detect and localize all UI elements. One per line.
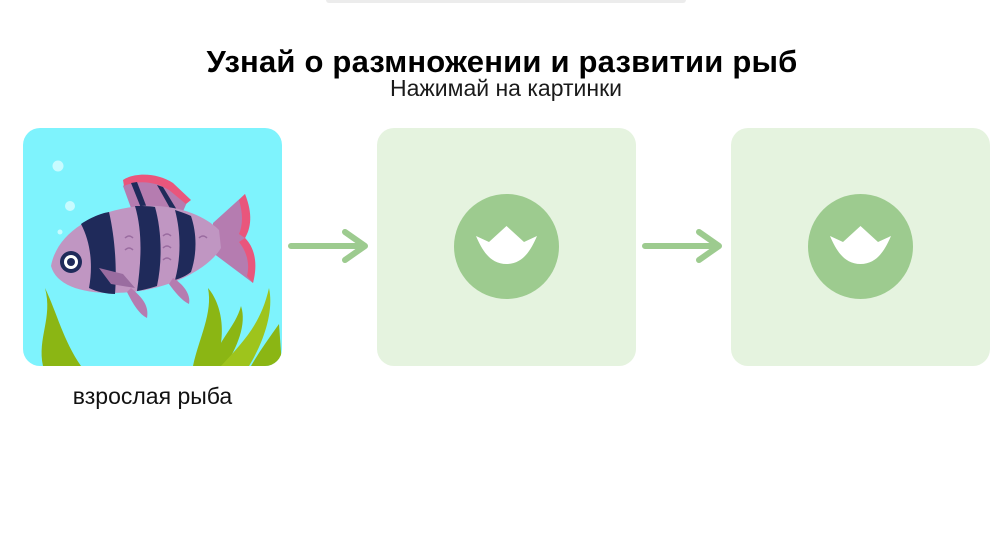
bubble-icon xyxy=(52,160,64,172)
stage-card-locked-2[interactable] xyxy=(377,128,636,366)
page-subtitle: Нажимай на картинки xyxy=(390,75,622,101)
crown-icon xyxy=(808,194,913,299)
seaweed xyxy=(221,288,271,366)
arrow-right-icon xyxy=(288,229,368,263)
seaweed xyxy=(211,306,243,366)
stage-card-locked-3[interactable] xyxy=(731,128,990,366)
arrow-right-icon xyxy=(642,229,722,263)
stage-card-adult-fish[interactable] xyxy=(23,128,282,366)
top-scroll-indicator xyxy=(326,0,686,3)
bubble-icon xyxy=(57,229,63,235)
stage-caption-adult-fish: взрослая рыба xyxy=(72,383,233,409)
page-title: Узнай о размножении и развитии рыб xyxy=(206,43,798,79)
seaweed xyxy=(41,288,81,366)
seaweed xyxy=(251,324,282,366)
bubble-icon xyxy=(65,201,75,211)
crown-icon xyxy=(454,194,559,299)
fish-illustration xyxy=(41,160,282,366)
seaweed xyxy=(193,288,222,366)
